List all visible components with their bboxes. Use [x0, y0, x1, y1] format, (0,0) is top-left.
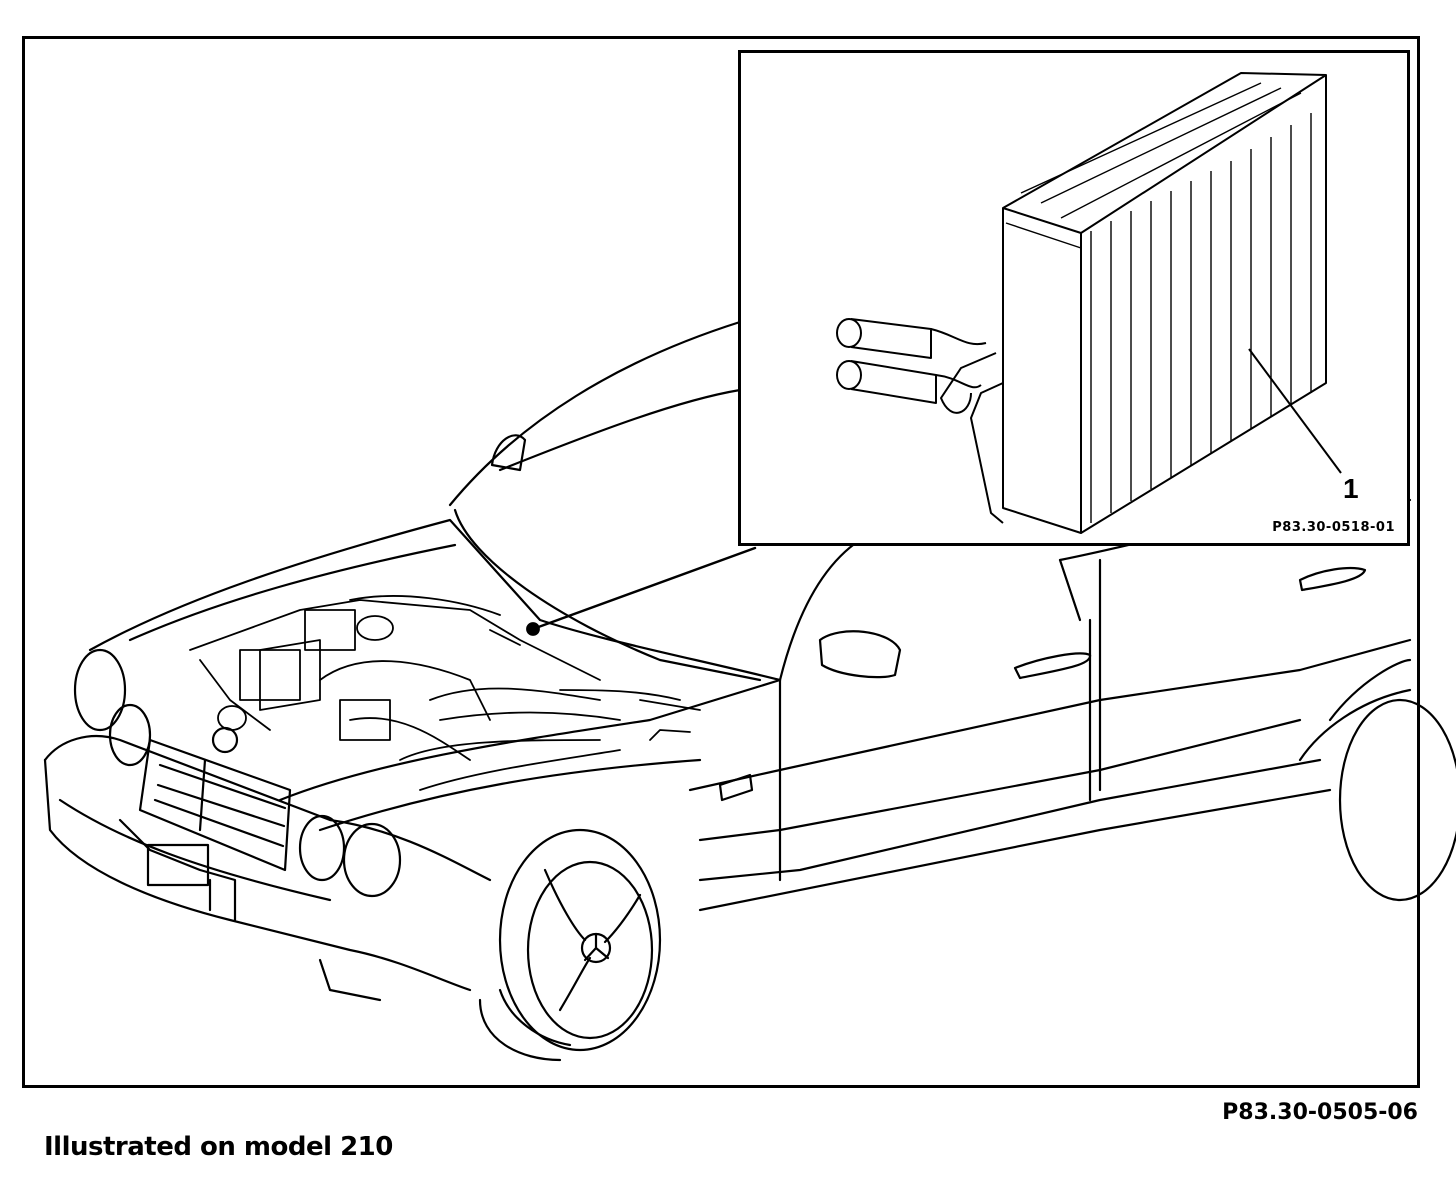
evaporator-core	[1002, 207, 1082, 534]
front-bumper	[43, 735, 492, 882]
windshield-outline	[448, 320, 742, 507]
evaporator-drawing	[836, 72, 1342, 534]
callout-leader	[1248, 348, 1342, 474]
figure-caption: Illustrated on model 210	[44, 1132, 393, 1162]
evaporator-inset: P83.30-0518-01 1	[738, 50, 1410, 546]
side-mirror	[818, 630, 902, 679]
inset-figure-code: P83.30-0518-01	[1272, 520, 1395, 535]
leader-line	[531, 546, 757, 631]
pipe-connections	[836, 318, 1004, 524]
door-handle-front	[1013, 652, 1092, 680]
engine-bay	[189, 595, 701, 791]
side-body-line	[688, 638, 1412, 792]
figure-code: P83.30-0505-06	[1222, 1100, 1418, 1125]
door-handle-rear	[1298, 566, 1367, 592]
front-wheel	[478, 828, 662, 1062]
callout-number: 1	[1343, 473, 1359, 504]
hood-outline	[88, 518, 782, 682]
rear-wheel	[1298, 658, 1456, 902]
grille	[138, 726, 292, 872]
headlights	[73, 648, 402, 898]
